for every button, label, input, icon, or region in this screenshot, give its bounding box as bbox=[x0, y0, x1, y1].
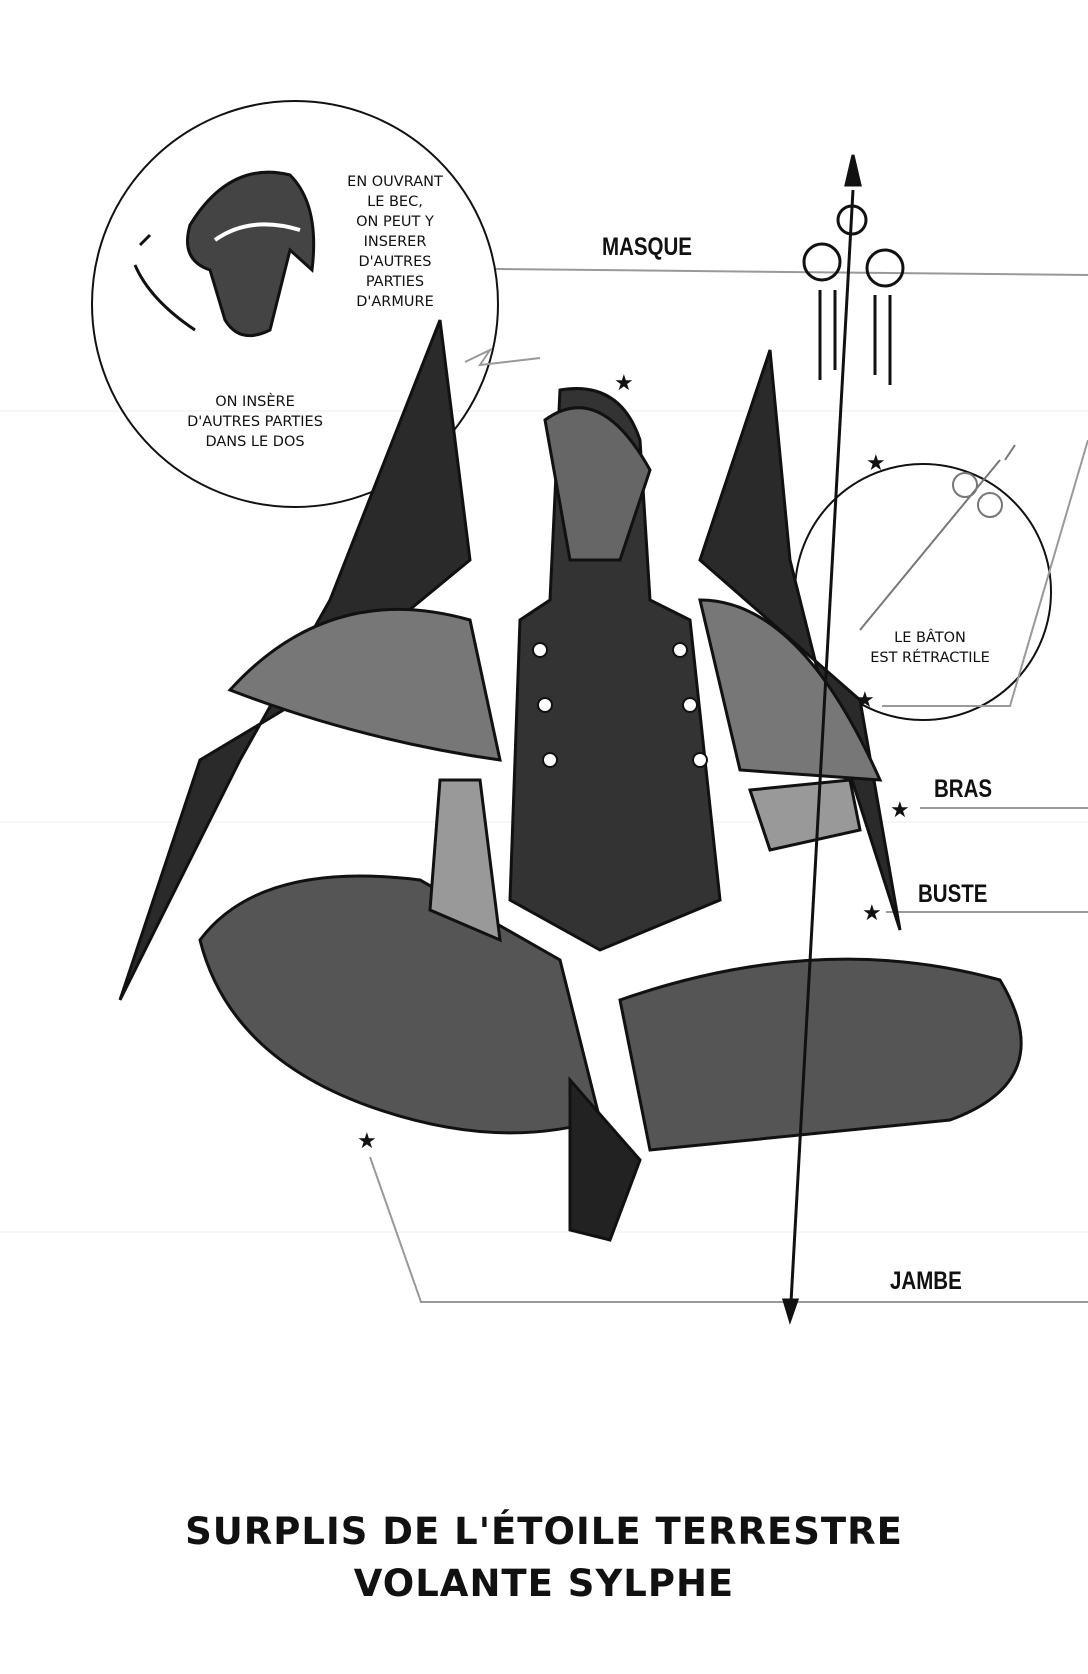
label-bras: BRAS bbox=[934, 775, 993, 803]
mask-sketch bbox=[133, 170, 316, 338]
note-dos: ON INSÈRE D'AUTRES PARTIES DANS LE DOS bbox=[187, 394, 323, 450]
armor-rivets bbox=[532, 642, 708, 768]
title-line-1: SURPLIS DE L'ÉTOILE TERRESTRE bbox=[185, 1510, 903, 1553]
label-buste: BUSTE bbox=[918, 880, 988, 908]
note-bec: EN OUVRANT LE BEC, ON PEUT Y INSERER D'A… bbox=[347, 174, 443, 310]
label-jambe: JAMBE bbox=[890, 1267, 962, 1295]
callout-lines bbox=[369, 268, 1088, 1303]
svg-text:★: ★ bbox=[866, 451, 886, 476]
svg-text:★: ★ bbox=[890, 798, 910, 823]
svg-text:★: ★ bbox=[357, 1129, 377, 1154]
label-masque: MASQUE bbox=[602, 233, 692, 261]
wings bbox=[118, 319, 902, 1001]
staff bbox=[781, 154, 905, 1325]
figure-body bbox=[198, 387, 1023, 1242]
staff-sketch bbox=[859, 444, 1016, 631]
svg-text:★: ★ bbox=[614, 371, 634, 396]
star-markers: ★★ ★★ ★★ bbox=[357, 371, 910, 1154]
mask-detail-circle bbox=[91, 100, 499, 508]
title-line-2: VOLANTE SYLPHE bbox=[353, 1562, 735, 1605]
svg-text:★: ★ bbox=[862, 901, 882, 926]
note-baton: LE BÂTON EST RÉTRACTILE bbox=[870, 630, 990, 666]
